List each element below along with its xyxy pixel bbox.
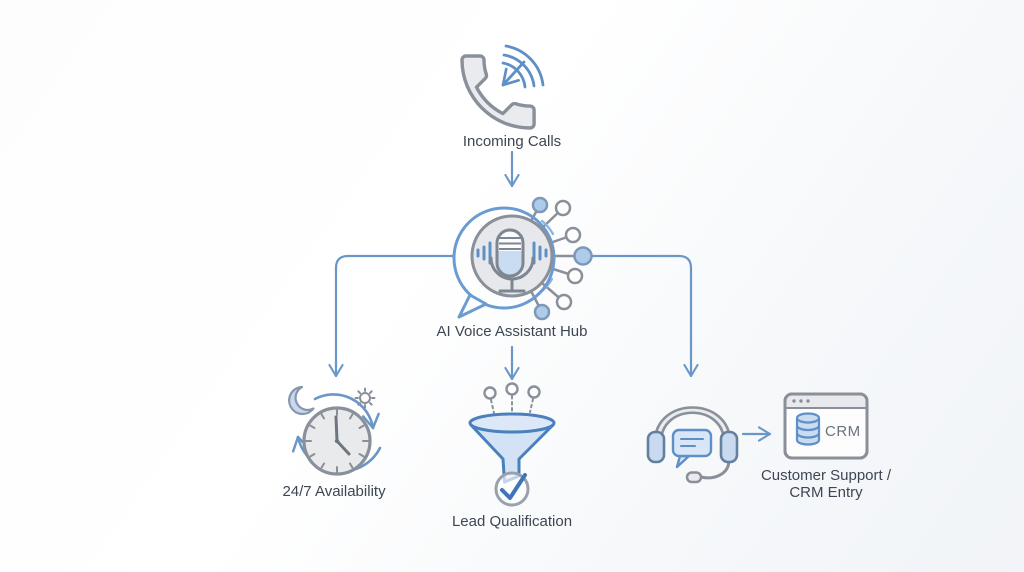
node-customer-support: [645, 390, 740, 485]
node-availability: [285, 385, 395, 480]
node-crm: CRM: [783, 392, 869, 462]
database-icon: [795, 412, 821, 446]
lead-qualification-label: Lead Qualification: [451, 513, 573, 530]
node-incoming-calls: [450, 38, 560, 133]
arrow-hub-to-support: [590, 254, 699, 378]
crm-badge-text: CRM: [825, 423, 861, 440]
crm-browser-icon: CRM: [783, 392, 869, 460]
incoming-calls-label: Incoming Calls: [462, 133, 562, 150]
customer-support-label: Customer Support / CRM Entry: [761, 467, 891, 501]
browser-dots-icon: [792, 399, 810, 403]
support-headset-icon: [646, 406, 739, 484]
arrow-hub-to-availability: [328, 254, 455, 378]
customer-support-label-line2: CRM Entry: [789, 484, 863, 501]
customer-support-label-line1: Customer Support /: [760, 467, 892, 484]
checkmark-icon: [500, 473, 527, 500]
node-lead-qualification: [455, 382, 570, 513]
availability-label: 24/7 Availability: [282, 483, 386, 500]
moon-icon: [288, 385, 315, 416]
clock-24-7-icon: [288, 385, 382, 476]
node-hub: [440, 196, 610, 323]
voice-assistant-hub-icon: [452, 196, 593, 321]
lead-funnel-icon: [468, 382, 556, 507]
hub-label: AI Voice Assistant Hub: [436, 323, 588, 340]
chat-bubble-icon: [671, 428, 713, 469]
sun-icon: [354, 387, 376, 409]
clockwise-arrow-top: [313, 393, 380, 430]
incoming-call-phone-icon: [460, 44, 545, 130]
